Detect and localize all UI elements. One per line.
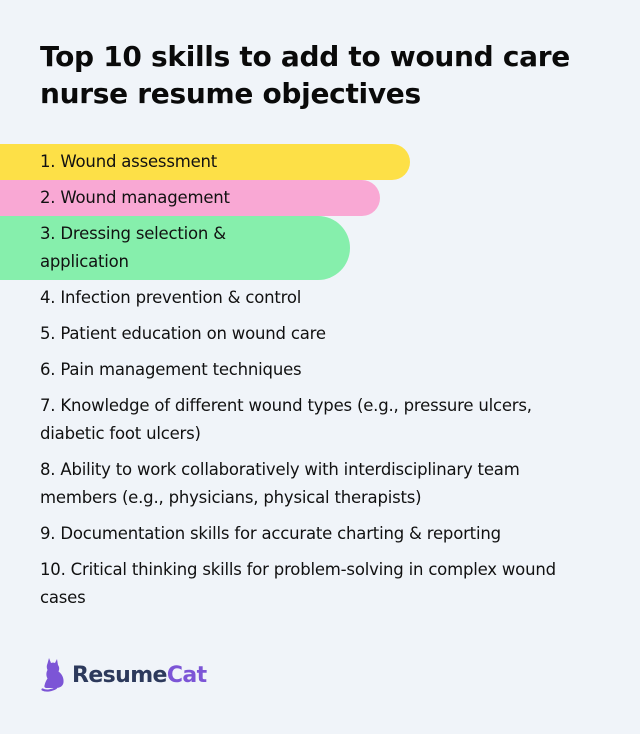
skill-item-7: 7. Knowledge of different wound types (e… [40,396,532,443]
logo-text-resume: Resume [72,662,167,688]
skill-item-8: 8. Ability to work collaboratively with … [40,460,520,507]
skill-item-5: 5. Patient education on wound care [40,324,326,343]
skill-item-4: 4. Infection prevention & control [40,288,302,307]
skill-item-9: 9. Documentation skills for accurate cha… [40,524,501,543]
skills-list: 1. Wound assessment 2. Wound management … [0,144,640,616]
logo-wordmark: ResumeCat [72,663,207,688]
skill-item-6: 6. Pain management techniques [40,360,302,379]
cat-icon [41,658,64,692]
resumecat-logo: ResumeCat [40,656,207,694]
skill-item-2: 2. Wound management [0,180,380,216]
logo-text-cat: Cat [166,662,207,688]
skill-item-3: 3. Dressing selection & application [0,216,350,280]
skill-item-10: 10. Critical thinking skills for problem… [40,560,556,607]
page-title: Top 10 skills to add to wound care nurse… [40,40,570,110]
skill-item-1: 1. Wound assessment [0,144,410,180]
